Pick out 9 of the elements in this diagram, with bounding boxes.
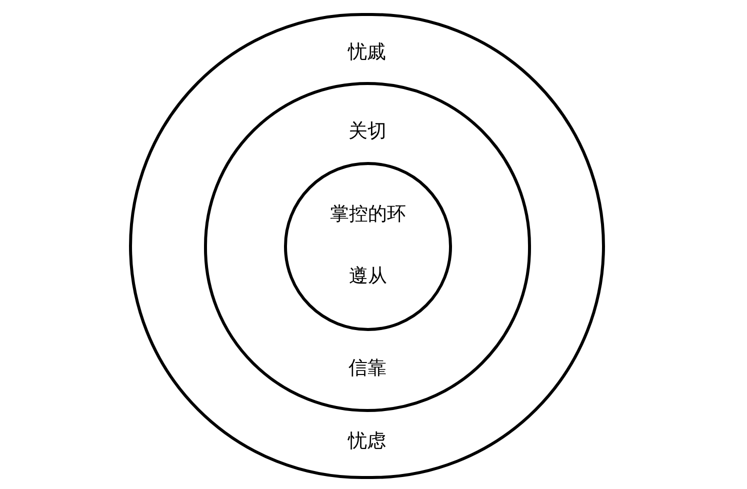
ring-label: 关切 [348,121,386,143]
ring [129,13,605,479]
ring-label: 忧戚 [348,42,386,64]
ring-label: 忧虑 [348,431,386,453]
ring-label: 遵从 [349,266,387,288]
ring-label: 掌控的环 [330,204,406,226]
ring-label: 信靠 [348,358,386,380]
ring [204,82,531,412]
ring [284,162,452,331]
